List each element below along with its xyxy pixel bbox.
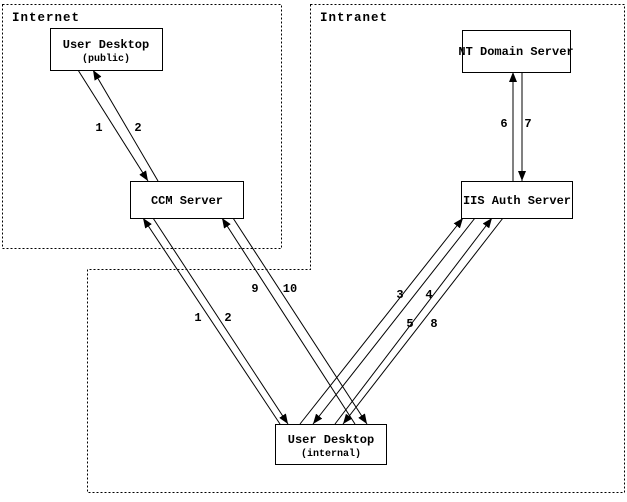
nt-domain-server-box [462,30,571,73]
edge-5-internal-desktop-to-iis [334,217,493,425]
iis-auth-server-title: IIS Auth Server [463,194,571,208]
edge-1-public-desktop-to-ccm [77,69,149,182]
iis-auth-server-box [461,181,573,219]
edge-3-internal-desktop-to-iis [299,217,464,425]
internet-zone-boundary [2,4,282,249]
edge-9-internal-desktop-to-ccm [221,217,356,425]
edge-label-9: 9 [251,282,258,296]
node-iis-auth-server: IIS Auth Server [461,181,573,219]
edge-label-6: 6 [500,117,507,131]
edge-label-2-upper: 2 [134,121,141,135]
edge-label-1-upper: 1 [95,121,102,135]
edge-label-5: 5 [406,317,413,331]
user-desktop-internal-subtitle: (internal) [301,448,361,460]
edge-10-ccm-to-internal-desktop [232,217,368,425]
user-desktop-public-subtitle: (public) [82,53,130,65]
edge-2-ccm-to-public-desktop [92,69,159,182]
edge-label-8: 8 [430,317,437,331]
edge-label-2-lower: 2 [224,311,231,325]
user-desktop-internal-box [275,424,387,465]
edge-label-3: 3 [396,288,403,302]
intranet-zone-boundary [87,4,625,493]
internet-zone-label: Internet [12,11,80,25]
edge-1-internal-desktop-to-ccm [142,217,281,425]
intranet-zone-label: Intranet [320,11,388,25]
edge-label-7: 7 [524,117,531,131]
node-ccm-server: CCM Server [130,181,244,219]
node-user-desktop-public: User Desktop (public) [50,28,163,71]
user-desktop-internal-title: User Desktop [288,433,374,447]
user-desktop-public-title: User Desktop [63,38,149,52]
node-nt-domain-server: NT Domain Server [458,30,574,73]
edge-2-ccm-to-internal-desktop [152,217,289,425]
user-desktop-public-box [50,28,163,71]
edge-label-10: 10 [283,282,297,296]
edge-label-4: 4 [425,288,432,302]
ccm-server-box [130,181,244,219]
ccm-server-title: CCM Server [151,194,223,208]
edge-4-iis-to-internal-desktop [312,217,476,425]
nt-domain-server-title: NT Domain Server [458,45,573,59]
edge-8-iis-to-internal-desktop [342,217,504,425]
edge-label-1-lower: 1 [194,311,201,325]
node-user-desktop-internal: User Desktop (internal) [275,424,387,465]
